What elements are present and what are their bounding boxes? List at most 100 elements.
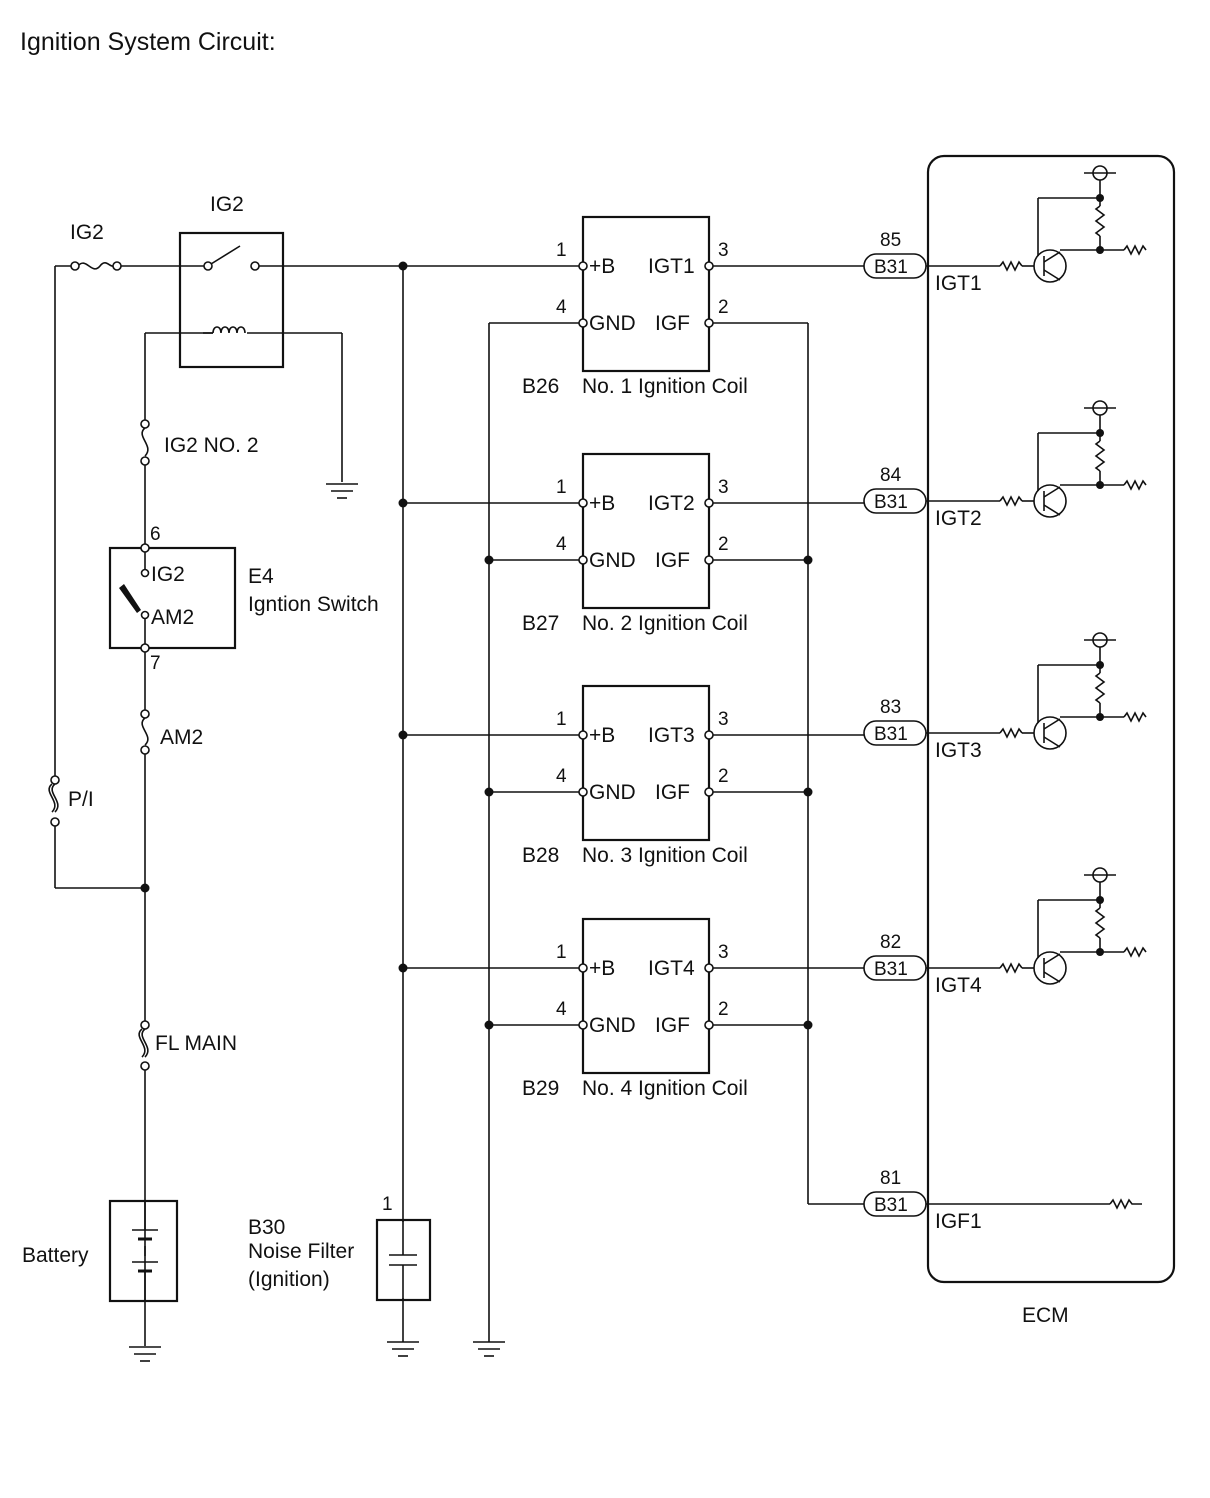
coil-pin-igf: 2 bbox=[718, 999, 729, 1020]
ecm-label: ECM bbox=[1022, 1304, 1069, 1327]
coil-code: B29 bbox=[522, 1077, 559, 1100]
ecm-signal-label: IGT3 bbox=[935, 739, 982, 762]
coil-term-b: +B bbox=[589, 492, 615, 515]
battery-label: Battery bbox=[22, 1244, 89, 1267]
coil-term-igf: IGF bbox=[655, 781, 690, 804]
battery-icon bbox=[108, 1199, 179, 1303]
coil-term-b: +B bbox=[589, 957, 615, 980]
ecm-pin-number: 81 bbox=[880, 1168, 901, 1189]
ecm-pin-number: 84 bbox=[880, 465, 902, 486]
coil-pin-igt: 3 bbox=[718, 240, 729, 261]
coil-pin-igt: 3 bbox=[718, 709, 729, 730]
coil-pin-igt: 3 bbox=[718, 942, 729, 963]
left-wiring bbox=[54, 262, 864, 1346]
coil-term-igt: IGT4 bbox=[648, 957, 695, 980]
coil-code: B28 bbox=[522, 844, 559, 867]
coil-code: B26 bbox=[522, 375, 559, 398]
coil-pin-gnd: 4 bbox=[556, 999, 567, 1020]
coil-term-b: +B bbox=[589, 724, 615, 747]
connector-code: B31 bbox=[874, 1195, 908, 1216]
noise-filter-name: Noise Filter bbox=[248, 1240, 354, 1263]
coil-pin-igt: 3 bbox=[718, 477, 729, 498]
fuse-am2-icon bbox=[140, 709, 150, 755]
noise-filter-pin: 1 bbox=[382, 1194, 393, 1215]
connector-code: B31 bbox=[874, 959, 908, 980]
junction-dots bbox=[140, 261, 408, 893]
coil-term-igf: IGF bbox=[655, 312, 690, 335]
switch-term-am2: AM2 bbox=[151, 606, 194, 629]
switch-pin-7: 7 bbox=[150, 653, 161, 674]
ecm-signal-label: IGT4 bbox=[935, 974, 982, 997]
coil-term-igt: IGT3 bbox=[648, 724, 695, 747]
ecm-box bbox=[926, 154, 1176, 1284]
noise-filter-ground-icon bbox=[387, 1341, 419, 1357]
ecm-pin-number: 83 bbox=[880, 697, 901, 718]
switch-code: E4 bbox=[248, 565, 274, 588]
coil-pin-b: 1 bbox=[556, 942, 567, 963]
ecm-pin-number: 85 bbox=[880, 230, 901, 251]
relay-ground-icon bbox=[326, 483, 358, 499]
coil-code: B27 bbox=[522, 612, 559, 635]
coil-name: No. 4 Ignition Coil bbox=[582, 1077, 748, 1100]
coil-ground-icon bbox=[473, 1341, 505, 1357]
coil-name: No. 1 Ignition Coil bbox=[582, 375, 748, 398]
coil-pin-b: 1 bbox=[556, 709, 567, 730]
ig2-relay bbox=[178, 231, 285, 369]
coil-term-gnd: GND bbox=[589, 1014, 636, 1037]
noise-filter-sub: (Ignition) bbox=[248, 1268, 330, 1291]
coil-term-gnd: GND bbox=[589, 312, 636, 335]
switch-pin-6: 6 bbox=[150, 524, 161, 545]
ecm-signal-label: IGF1 bbox=[935, 1210, 982, 1233]
ig2-relay-label: IG2 bbox=[210, 193, 244, 216]
ig2-fuse-label: IG2 bbox=[70, 221, 104, 244]
page-title: Ignition System Circuit: bbox=[20, 28, 276, 56]
ecm-signal-label: IGT2 bbox=[935, 507, 982, 530]
coil-term-b: +B bbox=[589, 255, 615, 278]
fuse-fl-main-icon bbox=[138, 1020, 150, 1071]
coil-term-igf: IGF bbox=[655, 549, 690, 572]
coil-pin-b: 1 bbox=[556, 240, 567, 261]
coil-pin-gnd: 4 bbox=[556, 297, 567, 318]
coil-pin-igf: 2 bbox=[718, 534, 729, 555]
coil-term-igf: IGF bbox=[655, 1014, 690, 1037]
noise-filter bbox=[375, 1218, 432, 1302]
coil-term-gnd: GND bbox=[589, 549, 636, 572]
coil-name: No. 2 Ignition Coil bbox=[582, 612, 748, 635]
coil-term-igt: IGT2 bbox=[648, 492, 695, 515]
ignition-switch bbox=[108, 543, 237, 653]
coil-pin-gnd: 4 bbox=[556, 534, 567, 555]
connector-code: B31 bbox=[874, 724, 908, 745]
switch-term-ig2: IG2 bbox=[151, 563, 185, 586]
fl-main-fuse-label: FL MAIN bbox=[155, 1032, 237, 1055]
ig2-no2-fuse-label: IG2 NO. 2 bbox=[164, 434, 259, 457]
coil-pin-igf: 2 bbox=[718, 766, 729, 787]
coil-pin-igf: 2 bbox=[718, 297, 729, 318]
coil-pin-b: 1 bbox=[556, 477, 567, 498]
connector-code: B31 bbox=[874, 492, 908, 513]
battery-ground-icon bbox=[129, 1346, 161, 1362]
ecm-pin-number: 82 bbox=[880, 932, 901, 953]
ecm-signal-label: IGT1 bbox=[935, 272, 982, 295]
ecm-connectors: 85B31IGT184B31IGT283B31IGT382B31IGT481B3… bbox=[863, 165, 1147, 1233]
fuse-ig2-no2-icon bbox=[140, 419, 150, 466]
fuse-pi-icon bbox=[48, 775, 60, 827]
noise-filter-code: B30 bbox=[248, 1216, 285, 1239]
fuse-ig2-icon bbox=[70, 261, 122, 271]
coil-name: No. 3 Ignition Coil bbox=[582, 844, 748, 867]
coil-pin-gnd: 4 bbox=[556, 766, 567, 787]
coil-term-igt: IGT1 bbox=[648, 255, 695, 278]
am2-fuse-label: AM2 bbox=[160, 726, 203, 749]
switch-name: Igntion Switch bbox=[248, 593, 379, 616]
pi-fuse-label: P/I bbox=[68, 788, 94, 811]
connector-code: B31 bbox=[874, 257, 908, 278]
